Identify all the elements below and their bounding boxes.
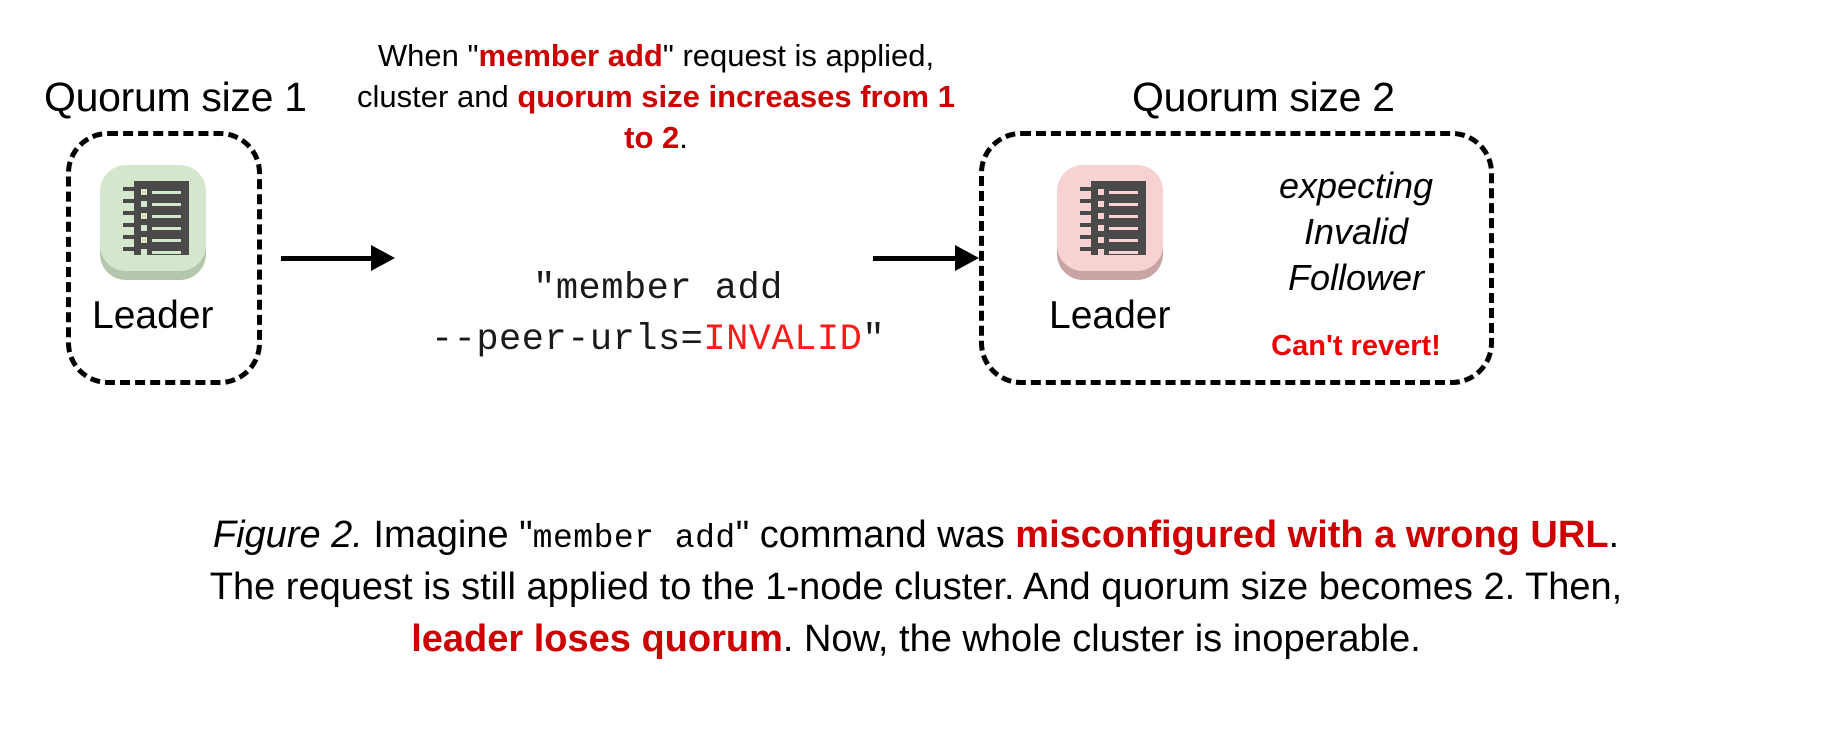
- arrow-head: [955, 245, 979, 271]
- server-row: [1097, 237, 1138, 243]
- server-tab: [122, 187, 138, 191]
- server-row: [140, 237, 181, 243]
- caption-leader-loses-quorum: leader loses quorum: [411, 617, 783, 660]
- annotation-seg-7: .: [679, 119, 688, 155]
- command-line-2-prefix: --peer-urls=: [430, 319, 704, 362]
- server-rack-icon: [97, 160, 209, 284]
- status-line-expecting: expecting: [1278, 165, 1434, 206]
- cluster-boundary-left: [66, 131, 262, 385]
- server-tab: [1079, 223, 1095, 227]
- server-row: [140, 225, 181, 231]
- annotation-member-add: member add: [478, 38, 663, 73]
- cant-revert-warning: Can't revert!: [1271, 330, 1441, 362]
- server-row: [1097, 225, 1138, 231]
- caption-seg-c: .: [1608, 514, 1620, 556]
- command-invalid-token: INVALID: [703, 319, 863, 362]
- top-annotation: When "member add" request is applied, cl…: [352, 36, 960, 159]
- caption-mono-command: member add: [532, 520, 736, 557]
- caption-line-3: leader loses quorum. Now, the whole clus…: [50, 614, 1782, 666]
- status-line-follower: Follower: [1287, 257, 1425, 299]
- caption-seg-a: Imagine ": [362, 514, 533, 556]
- expected-follower-status: expecting Invalid Follower: [1238, 163, 1474, 301]
- server-glyph: [1079, 181, 1146, 255]
- caption-seg-d: . Now, the whole cluster is inoperable.: [782, 617, 1421, 660]
- server-tab: [122, 235, 138, 239]
- caption-line-1: Figure 2. Imagine "member add" command w…: [50, 510, 1782, 562]
- quorum-size-label-left: Quorum size 1: [44, 74, 307, 120]
- server-row: [1097, 189, 1138, 195]
- caption-line-2: The request is still applied to the 1-no…: [209, 565, 1623, 608]
- server-tab: [122, 199, 138, 203]
- server-glyph: [122, 181, 189, 255]
- status-line-invalid: Invalid: [1303, 211, 1409, 253]
- arrow-right-icon: [873, 245, 979, 271]
- node-label-right: Leader: [1049, 294, 1171, 337]
- annotation-seg-3: " request is applied,: [662, 38, 935, 73]
- server-row: [1097, 213, 1138, 219]
- server-tab: [1079, 187, 1095, 191]
- caption-misconfigured: misconfigured with a wrong URL: [1015, 514, 1609, 556]
- arrow-head: [371, 245, 395, 271]
- server-row: [140, 213, 181, 219]
- node-right: Leader: [1049, 160, 1170, 335]
- server-row: [1097, 201, 1138, 207]
- annotation-seg-1: When ": [377, 38, 479, 73]
- server-row: [1097, 249, 1138, 255]
- server-row: [140, 249, 181, 255]
- caption-seg-b: " command was: [735, 514, 1016, 556]
- figure-caption: Figure 2. Imagine "member add" command w…: [50, 510, 1782, 665]
- server-tab: [1079, 235, 1095, 239]
- quorum-size-label-right: Quorum size 2: [1132, 74, 1395, 120]
- annotation-from-1-to-2: from 1 to 2: [624, 78, 955, 155]
- annotation-seg-4: cluster and: [357, 78, 518, 114]
- command-line-2-suffix: ": [862, 319, 886, 362]
- node-label-left: Leader: [92, 294, 214, 337]
- server-tab: [122, 223, 138, 227]
- server-tab: [1079, 247, 1095, 251]
- server-row: [140, 189, 181, 195]
- node-left: Leader: [92, 160, 213, 335]
- caption-figure-number: Figure 2.: [212, 514, 363, 556]
- server-tab: [1079, 199, 1095, 203]
- server-tab: [122, 247, 138, 251]
- arrow-shaft: [281, 256, 373, 261]
- arrow-right-icon: [281, 245, 395, 271]
- server-tab: [1079, 211, 1095, 215]
- arrow-shaft: [873, 256, 957, 261]
- server-rack-icon: [1054, 160, 1166, 284]
- cluster-boundary-right: [979, 131, 1494, 385]
- command-line-1: "member add: [533, 268, 783, 311]
- server-row: [140, 201, 181, 207]
- server-tab: [122, 211, 138, 215]
- command-text: "member add --peer-urls=INVALID": [416, 213, 900, 417]
- annotation-quorum-increase: quorum size increases: [517, 78, 852, 114]
